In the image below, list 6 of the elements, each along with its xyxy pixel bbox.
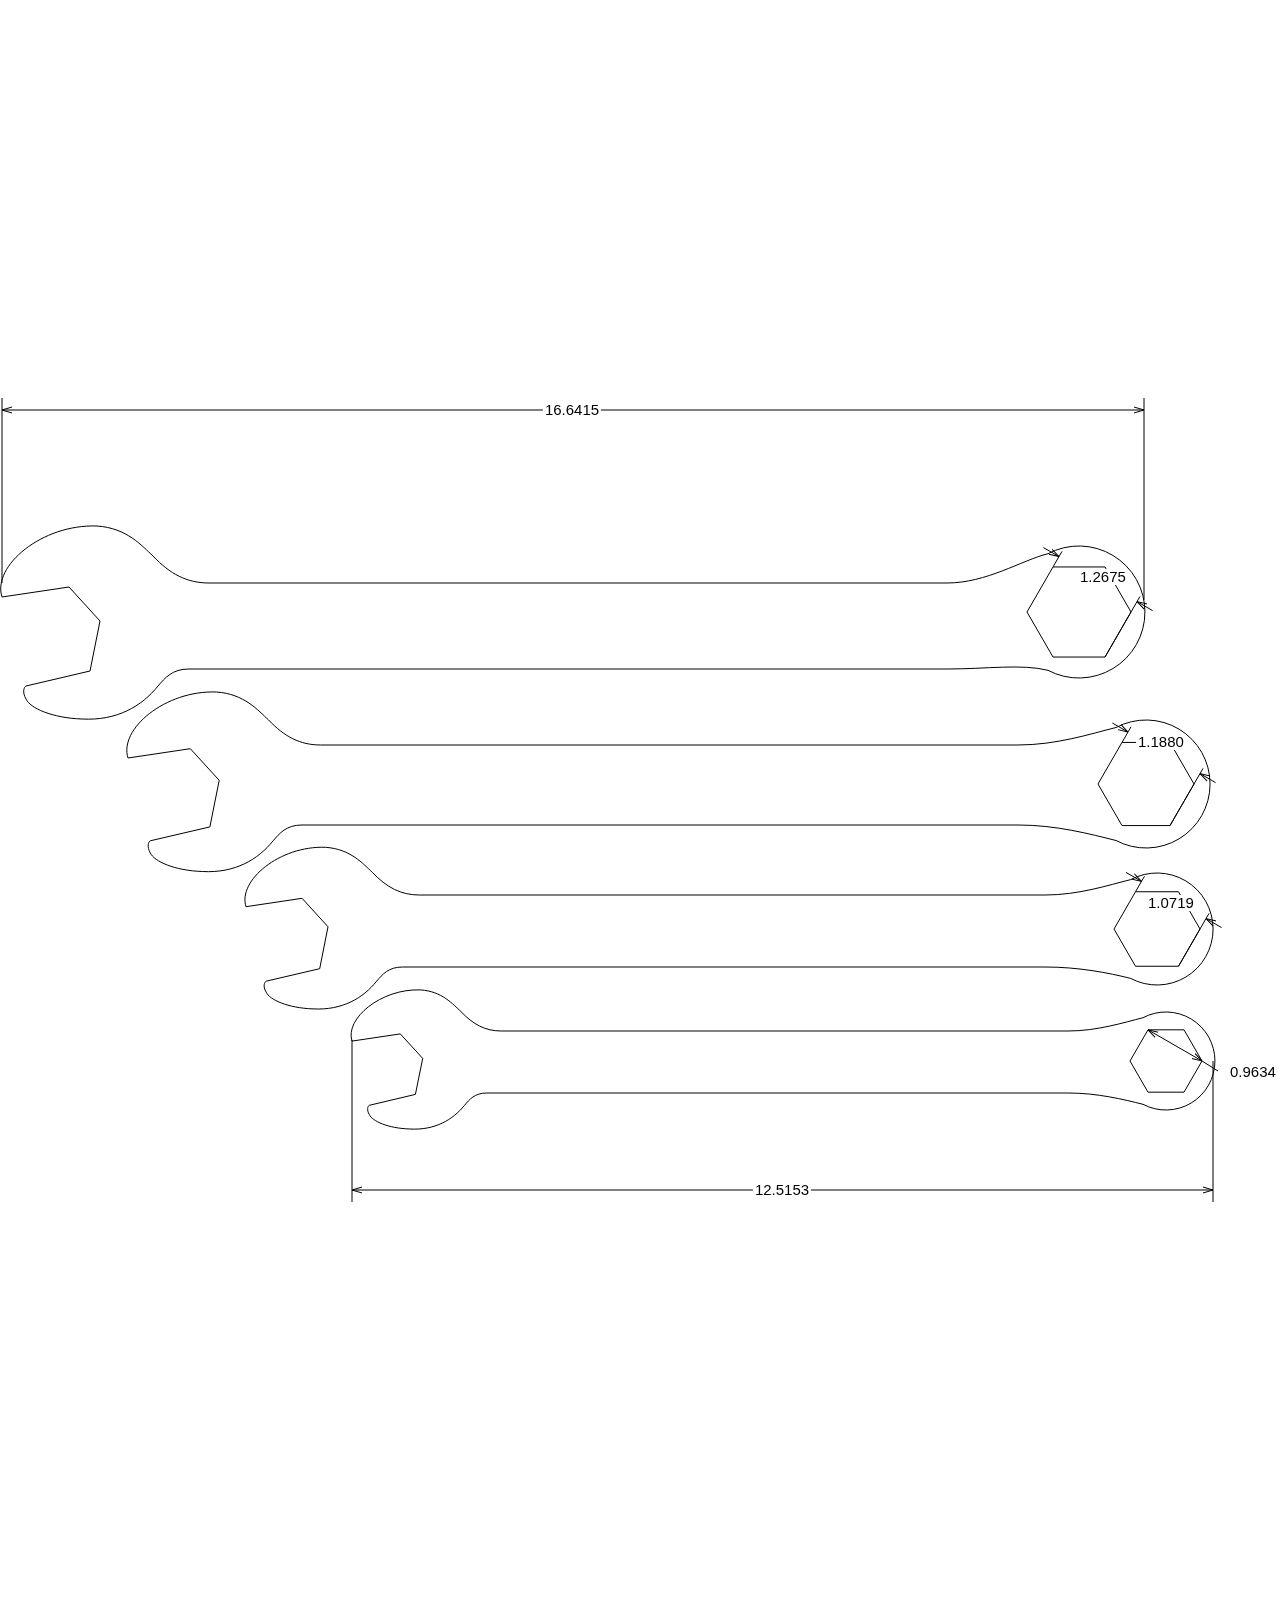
dimension-value: 1.0719 (1146, 895, 1196, 911)
dimension-value: 1.2675 (1078, 569, 1128, 585)
dimension-value: 16.6415 (542, 402, 602, 418)
dimension-value: 1.1880 (1136, 734, 1186, 750)
dimension-value: 0.9634 (1228, 1064, 1278, 1080)
dimension-value: 12.5153 (752, 1182, 812, 1198)
